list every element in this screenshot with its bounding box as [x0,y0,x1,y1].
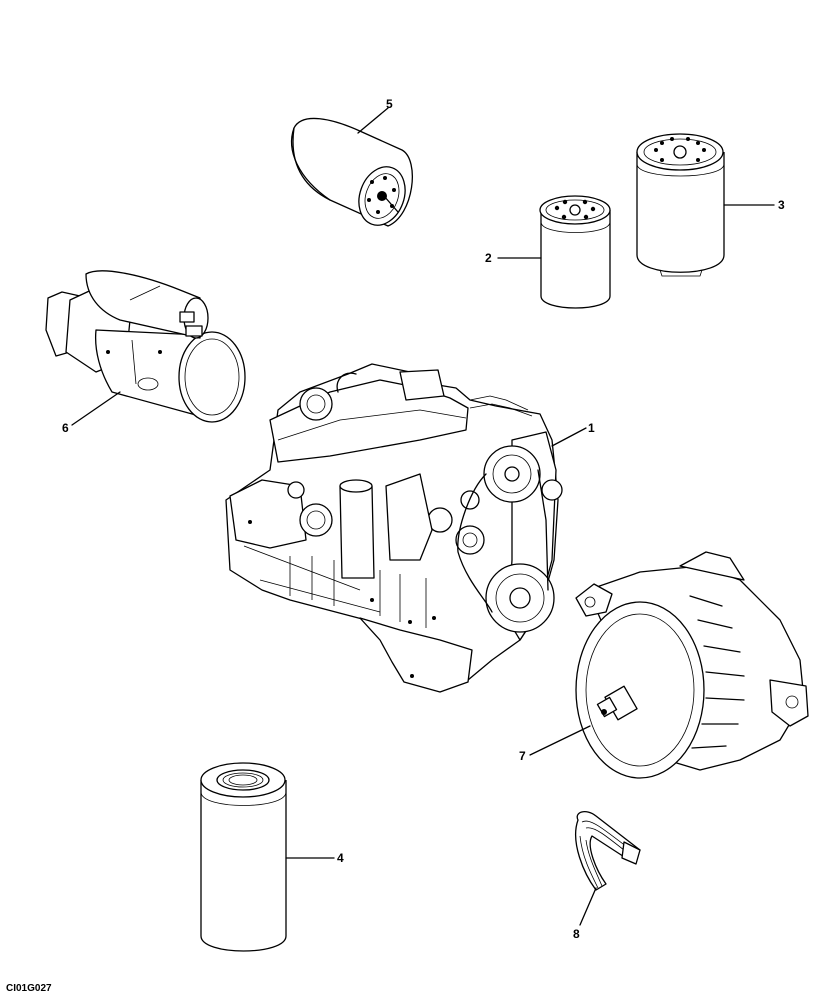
callout-5: 5 [357,97,393,134]
callout-label-1: 1 [588,421,595,435]
engine-drawing [225,363,563,693]
callout-label-7: 7 [519,749,526,763]
callout-label-4: 4 [337,851,344,865]
filter-spin-on-drawing [290,117,413,227]
callout-1: 1 [551,421,595,447]
callout-label-3: 3 [778,198,785,212]
drawing-code: CI01G027 [6,983,52,994]
alternator-drawing [575,551,809,779]
callout-label-5: 5 [386,97,393,111]
filter-cartridge-drawing [200,762,287,952]
callout-label-8: 8 [573,927,580,941]
callout-8: 8 [573,887,597,941]
filter-large-drawing [636,133,725,277]
filter-small-drawing [539,195,611,309]
callout-6: 6 [62,391,121,435]
callout-7: 7 [519,725,591,763]
callout-label-2: 2 [485,251,492,265]
starter-motor-drawing [45,270,246,423]
callout-2: 2 [485,251,542,265]
callout-3: 3 [723,198,785,212]
callout-label-6: 6 [62,421,69,435]
drive-belt-drawing [575,810,641,891]
callout-4: 4 [285,851,344,865]
